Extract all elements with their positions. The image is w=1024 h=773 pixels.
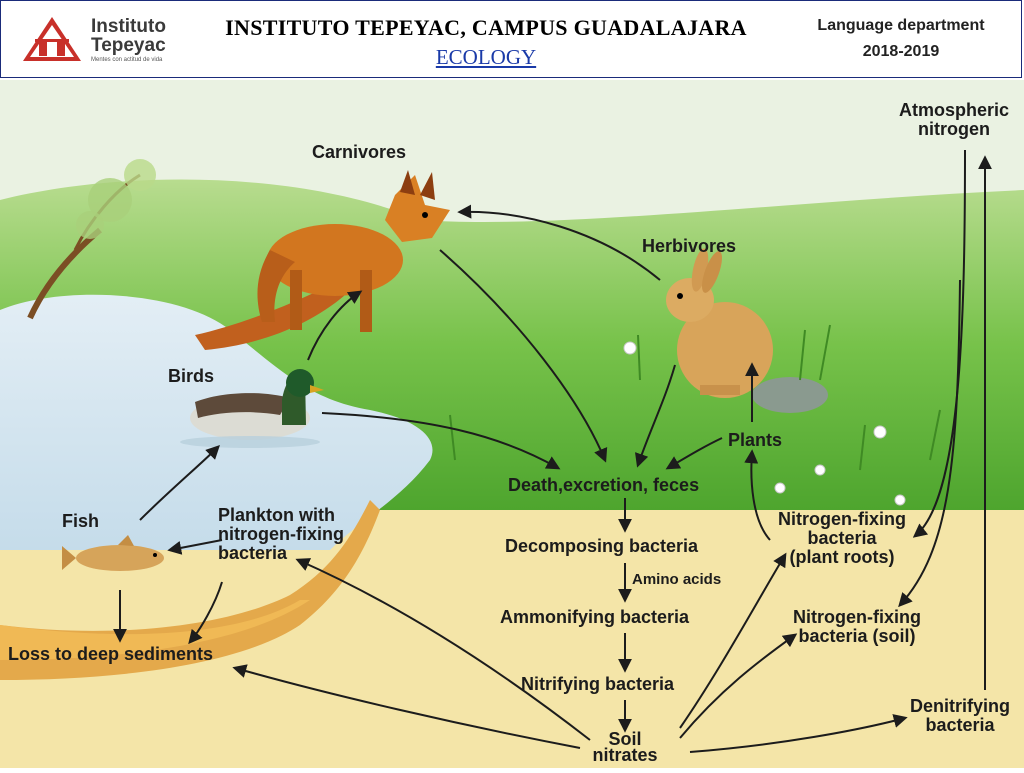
arrow-soil-to-roots — [679, 552, 787, 729]
label-ammonifying-bacteria: Ammonifying bacteria — [500, 607, 690, 627]
label-carnivores: Carnivores — [312, 142, 407, 162]
label-atmospheric-nitrogen: Atmospheric nitrogen — [898, 100, 1010, 139]
label-plankton: Plankton with nitrogen-fixing bacteria — [218, 505, 344, 563]
arrow-soil-to-sediments — [232, 664, 581, 749]
label-loss-to-sediments: Loss to deep sediments — [8, 644, 214, 664]
arrow-plants-to-death — [665, 437, 723, 470]
arrow-birds-to-death — [321, 412, 561, 470]
triangle-logo-icon — [23, 17, 81, 61]
arrow-atmosphere-to-nfix-soil — [898, 279, 961, 608]
sediment-highlight — [0, 600, 310, 660]
label-birds: Birds — [168, 366, 215, 386]
daisy-flowers-icon — [623, 341, 906, 506]
label-nfix-soil: Nitrogen-fixing bacteria (soil) — [793, 607, 921, 646]
department-label: Language department — [817, 17, 985, 34]
diagram-canvas — [0, 80, 1024, 768]
arrow-roots-to-plants — [744, 449, 771, 541]
arrow-carnivores-to-death — [439, 249, 608, 463]
arrow-herbivores-to-death — [635, 364, 676, 468]
fish-icon — [62, 535, 164, 571]
logo-text-line1: Instituto — [91, 16, 166, 37]
label-amino-acids: Amino acids — [632, 571, 722, 588]
arrow-plankton-to-sediments — [188, 581, 223, 645]
label-death-excretion: Death,excretion, feces — [508, 475, 700, 495]
arrow-herbivores-to-carnivores — [457, 204, 661, 281]
rock-icon — [752, 377, 828, 413]
cycle-arrows — [113, 149, 992, 753]
arrow-soil-to-nfix-soil — [679, 633, 798, 739]
grass-blades-icon — [449, 324, 941, 471]
label-denitrifying-bacteria: Denitrifying bacteria — [909, 696, 1010, 735]
willow-tree-icon — [27, 159, 156, 320]
year-label: 2018-2019 — [862, 43, 940, 60]
label-fish: Fish — [62, 511, 100, 531]
label-decomposing-bacteria: Decomposing bacteria — [505, 536, 699, 556]
logo-tagline: Mentes con actitud de vida — [91, 57, 163, 63]
nitrogen-cycle-diagram: Carnivores Herbivores Birds Plants Fish … — [0, 80, 1024, 768]
duck-bird-icon — [180, 369, 324, 448]
label-nfix-plant-roots: Nitrogen-fixing bacteria (plant roots) — [778, 509, 906, 567]
arrow-fish-to-birds — [139, 445, 220, 521]
page-header: Instituto Tepeyac Mentes con actitud de … — [0, 0, 1022, 78]
label-herbivores: Herbivores — [642, 236, 737, 256]
arrow-birds-to-carnivores — [307, 290, 363, 361]
arrow-soil-to-denitrifying — [689, 714, 908, 753]
arrow-soil-to-plankton — [295, 558, 591, 741]
logo-text-line2: Tepeyac — [91, 35, 166, 56]
arrow-plankton-to-fish — [167, 539, 223, 555]
label-plants: Plants — [728, 430, 783, 450]
label-nitrifying-bacteria: Nitrifying bacteria — [521, 674, 675, 694]
fox-carnivore-icon — [195, 170, 450, 350]
label-soil-nitrates: Soil nitrates — [592, 729, 658, 765]
page-title: INSTITUTO TEPEYAC, CAMPUS GUADALAJARA — [225, 15, 747, 40]
page-subtitle[interactable]: ECOLOGY — [435, 45, 537, 69]
institute-logo: Instituto Tepeyac Mentes con actitud de … — [21, 15, 191, 67]
